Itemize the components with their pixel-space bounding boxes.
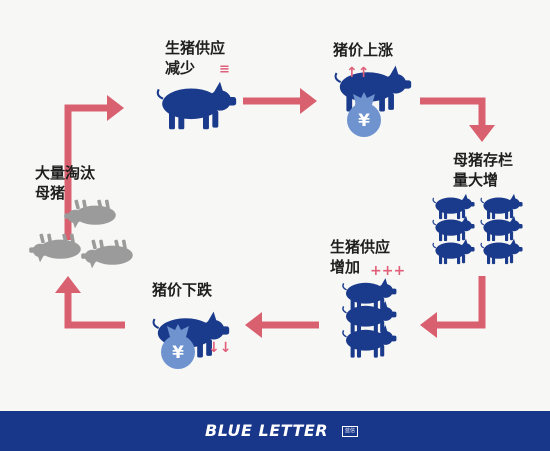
pig-icon <box>64 199 116 229</box>
pig-icon <box>156 81 237 130</box>
down-arrows-icon: ↓↓ <box>208 340 231 356</box>
arrow-head-icon <box>245 312 262 338</box>
pig-icon <box>480 238 523 265</box>
arrow-up-to-stock <box>420 97 486 125</box>
arrow-head-icon <box>300 88 317 114</box>
pig-icon <box>342 301 397 334</box>
pig-icon <box>480 215 523 242</box>
pig-icon <box>432 193 475 220</box>
label-sow-stock-up: 母猪存栏量大增 <box>453 151 514 189</box>
pig-icon <box>334 65 412 112</box>
arrow-cull-to-decrease <box>64 104 107 240</box>
up-arrows-icon: ↑↑ <box>346 65 369 81</box>
label-supply-increase: 生猪供应增加 <box>330 238 391 276</box>
pig-icon <box>480 193 523 220</box>
pig-icon <box>81 239 133 269</box>
footer-bar: BLUE LETTER 蓝信 <box>0 411 550 451</box>
arrow-head-icon <box>107 95 124 121</box>
pig-icon <box>432 238 475 265</box>
decrease-marker: ≡ <box>219 62 230 77</box>
label-supply-decrease: 生猪供应减少 <box>165 39 226 77</box>
pig-icon <box>432 215 475 242</box>
currency-symbol: ¥ <box>358 111 370 131</box>
arrow-head-icon <box>55 276 81 293</box>
label-price-down: 猪价下跌 <box>152 281 213 299</box>
arrow-stock-to-increase <box>437 276 486 329</box>
pig-icon <box>342 325 397 358</box>
arrow-head-icon <box>420 312 437 338</box>
pig-icon <box>29 233 81 263</box>
brand-tag: 蓝信 <box>342 426 358 437</box>
label-sow-cull: 大量淘汰母猪 <box>35 164 96 202</box>
label-price-up: 猪价上涨 <box>333 41 394 59</box>
brand-logo: BLUE LETTER <box>205 421 329 440</box>
arrow-head-icon <box>469 125 495 142</box>
pig-icon <box>342 278 397 311</box>
currency-symbol: ¥ <box>172 343 184 363</box>
cycle-canvas: ≡ ¥ ↑↑ +++ ¥ ↓↓ <box>29 62 523 369</box>
arrow-down-to-cull <box>64 293 125 329</box>
money-bag-icon: ¥ <box>347 92 381 137</box>
money-bag-icon: ¥ <box>161 324 195 369</box>
plus-markers: +++ <box>370 263 405 279</box>
